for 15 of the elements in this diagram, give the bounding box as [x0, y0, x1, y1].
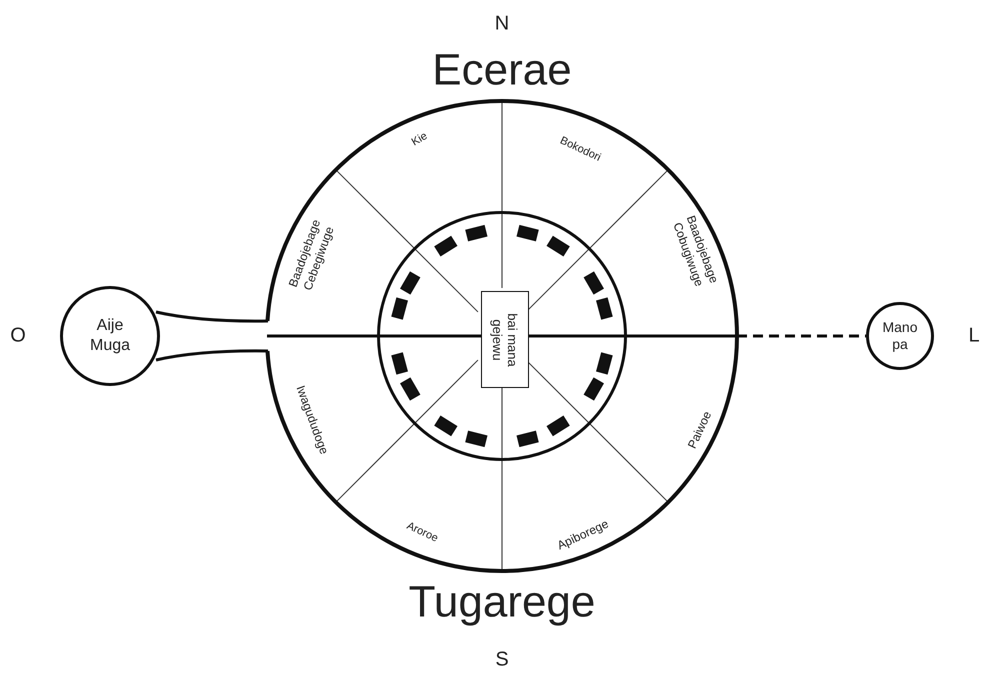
direction-label: S: [495, 648, 509, 672]
moiety-label: Tugarege: [408, 576, 596, 628]
clan-label: Kie: [410, 130, 430, 150]
direction-label: L: [968, 324, 980, 348]
dashed-path: [737, 334, 866, 338]
clan-label: Aroroe: [404, 520, 440, 546]
node-label: Mano pa: [881, 319, 919, 353]
center-house-box: [481, 291, 529, 388]
direction-label: O: [10, 324, 26, 348]
direction-label: N: [494, 12, 510, 36]
node-label: Aije Muga: [88, 316, 132, 356]
moiety-label: Ecerae: [432, 44, 572, 96]
plaza-ring: [377, 211, 627, 461]
node-label: bai mana gejewu: [490, 312, 520, 369]
path-connector: [154, 310, 270, 362]
